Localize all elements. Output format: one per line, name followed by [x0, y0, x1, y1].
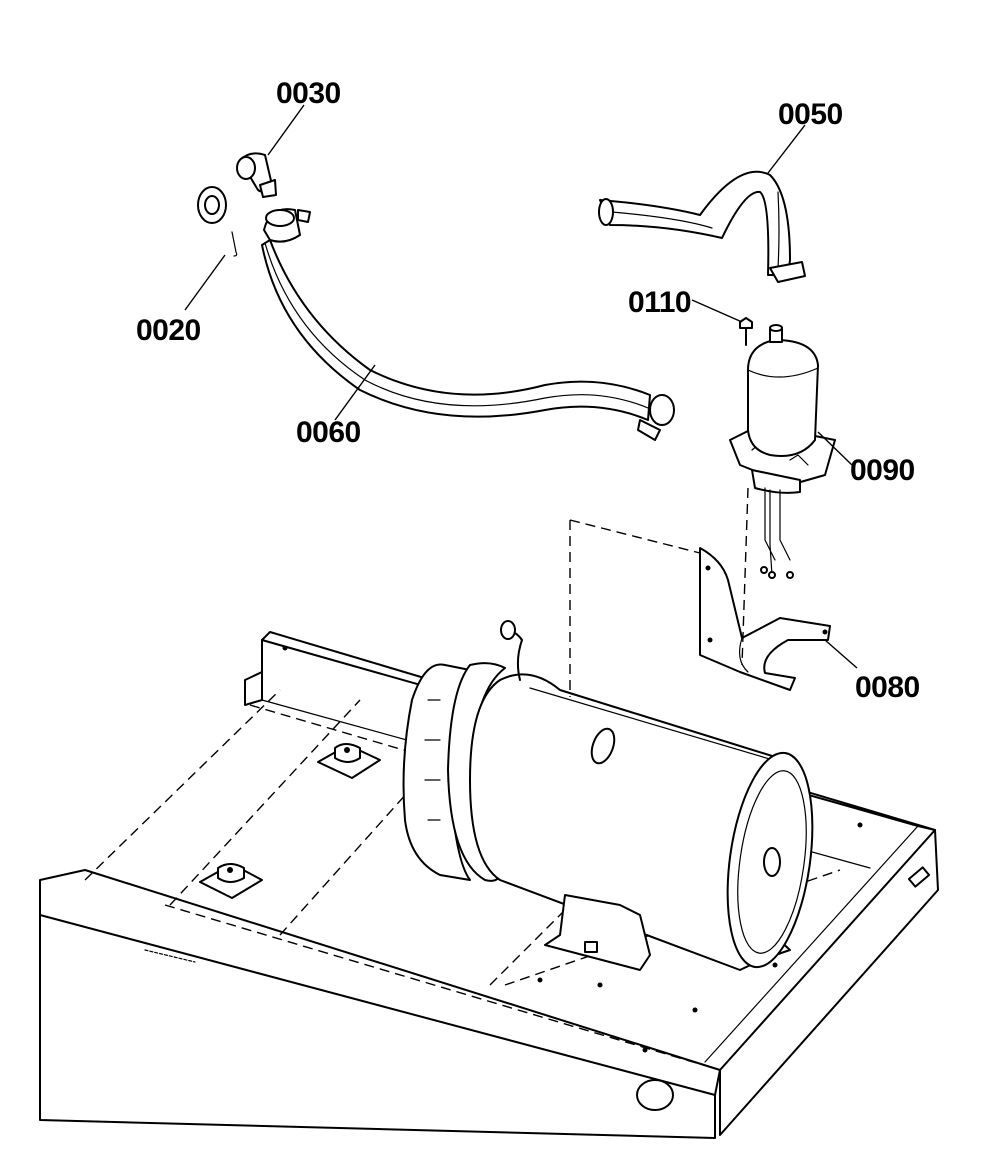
- screw-0110: [739, 317, 753, 346]
- elbow-fitting-0030: [236, 152, 277, 198]
- leader-lines: [184, 104, 858, 669]
- mounting-bracket-0080: [699, 547, 831, 691]
- callout-0080: 0080: [855, 671, 920, 704]
- heater-0090: [729, 324, 836, 579]
- callout-0090: 0090: [850, 454, 915, 487]
- nut-0020: [197, 186, 238, 257]
- hose-0060: [261, 208, 675, 441]
- callout-0020: 0020: [136, 314, 201, 347]
- callout-0050: 0050: [778, 98, 843, 131]
- hose-0050: [598, 170, 806, 283]
- callout-0030: 0030: [276, 77, 341, 110]
- motor: [402, 620, 814, 971]
- rubber-mount-front: [199, 863, 263, 899]
- rubber-mount-rear: [317, 743, 381, 779]
- callout-0060: 0060: [296, 416, 361, 449]
- callout-0110: 0110: [628, 286, 691, 319]
